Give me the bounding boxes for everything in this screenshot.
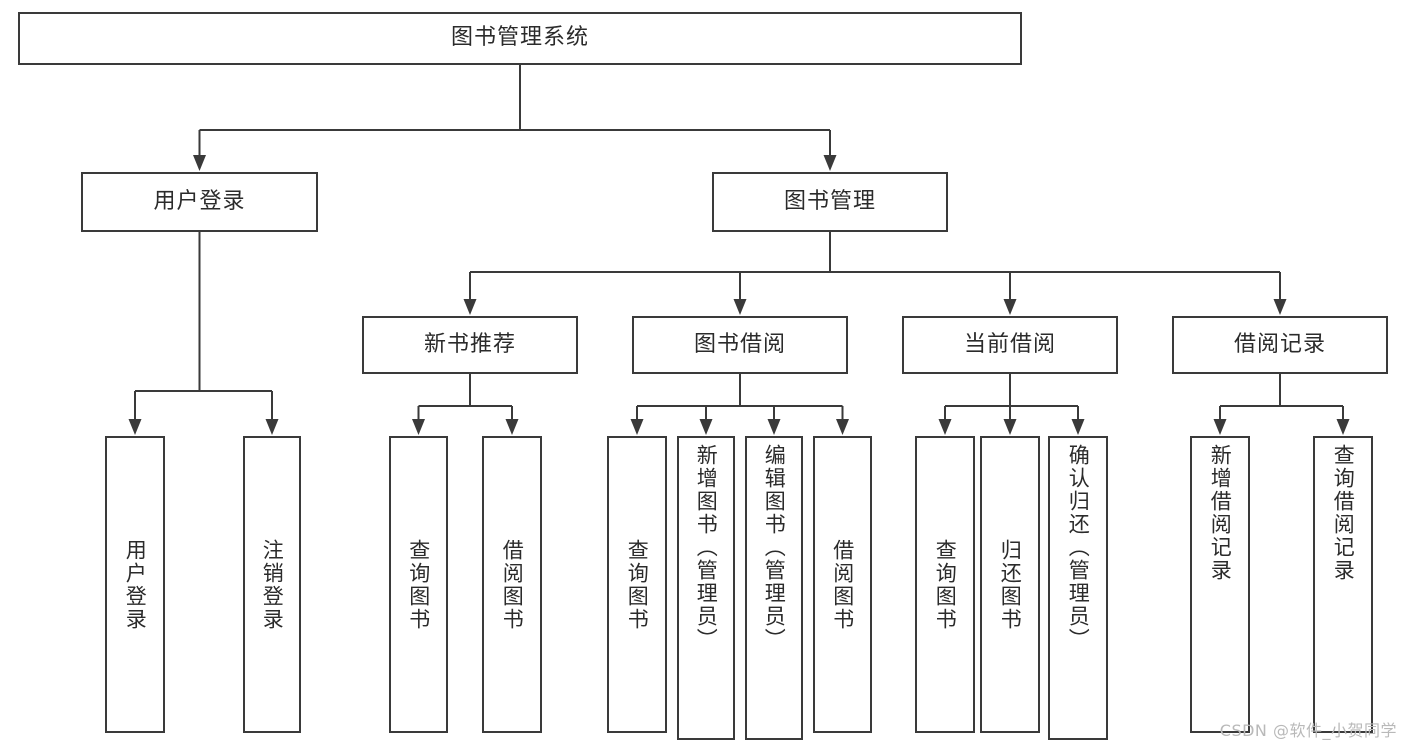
node-label: 查询图书 bbox=[625, 538, 650, 631]
node-label: 用户登录 bbox=[153, 188, 246, 214]
node-label: 图书管理系统 bbox=[450, 25, 589, 51]
node-user-login[interactable]: 用户登录 bbox=[81, 172, 318, 232]
node-leaf-user-logout[interactable]: 注销登录 bbox=[243, 436, 301, 733]
node-leaf-return-book[interactable]: 归还图书 bbox=[980, 436, 1040, 733]
node-label: 用户登录 bbox=[123, 538, 148, 631]
node-leaf-query-book-2[interactable]: 查询图书 bbox=[607, 436, 667, 733]
node-label: 归还图书 bbox=[998, 538, 1023, 631]
node-leaf-edit-book[interactable]: 编辑图书（管理员） bbox=[745, 436, 803, 740]
node-label: 确认归还（管理员） bbox=[1066, 444, 1091, 651]
node-label: 编辑图书（管理员） bbox=[762, 444, 787, 651]
node-label: 图书管理 bbox=[783, 188, 876, 214]
node-current-borrow[interactable]: 当前借阅 bbox=[902, 316, 1118, 374]
node-borrow-record[interactable]: 借阅记录 bbox=[1172, 316, 1388, 374]
node-root[interactable]: 图书管理系统 bbox=[18, 12, 1022, 65]
node-label: 新书推荐 bbox=[423, 331, 516, 357]
watermark-label: CSDN @软件_小贺同学 bbox=[1219, 721, 1397, 740]
node-leaf-borrow-book-2[interactable]: 借阅图书 bbox=[813, 436, 872, 733]
node-leaf-confirm-return[interactable]: 确认归还（管理员） bbox=[1048, 436, 1108, 740]
node-book-borrow[interactable]: 图书借阅 bbox=[632, 316, 848, 374]
node-label: 注销登录 bbox=[260, 538, 285, 631]
node-label: 查询借阅记录 bbox=[1331, 444, 1356, 582]
node-label: 当前借阅 bbox=[963, 331, 1056, 357]
node-label: 借阅记录 bbox=[1233, 331, 1326, 357]
node-label: 查询图书 bbox=[406, 538, 431, 631]
node-label: 图书借阅 bbox=[693, 331, 786, 357]
node-leaf-borrow-book-1[interactable]: 借阅图书 bbox=[482, 436, 542, 733]
node-leaf-query-book-3[interactable]: 查询图书 bbox=[915, 436, 975, 733]
node-leaf-query-book-1[interactable]: 查询图书 bbox=[389, 436, 448, 733]
node-label: 借阅图书 bbox=[500, 538, 525, 631]
node-new-book-rec[interactable]: 新书推荐 bbox=[362, 316, 578, 374]
node-book-manage[interactable]: 图书管理 bbox=[712, 172, 948, 232]
node-leaf-add-record[interactable]: 新增借阅记录 bbox=[1190, 436, 1250, 733]
node-leaf-add-book[interactable]: 新增图书（管理员） bbox=[677, 436, 735, 740]
node-leaf-query-record[interactable]: 查询借阅记录 bbox=[1313, 436, 1373, 733]
node-label: 新增图书（管理员） bbox=[694, 444, 719, 651]
node-label: 借阅图书 bbox=[830, 538, 855, 631]
node-label: 新增借阅记录 bbox=[1208, 444, 1233, 582]
node-label: 查询图书 bbox=[933, 538, 958, 631]
node-leaf-user-login[interactable]: 用户登录 bbox=[105, 436, 165, 733]
